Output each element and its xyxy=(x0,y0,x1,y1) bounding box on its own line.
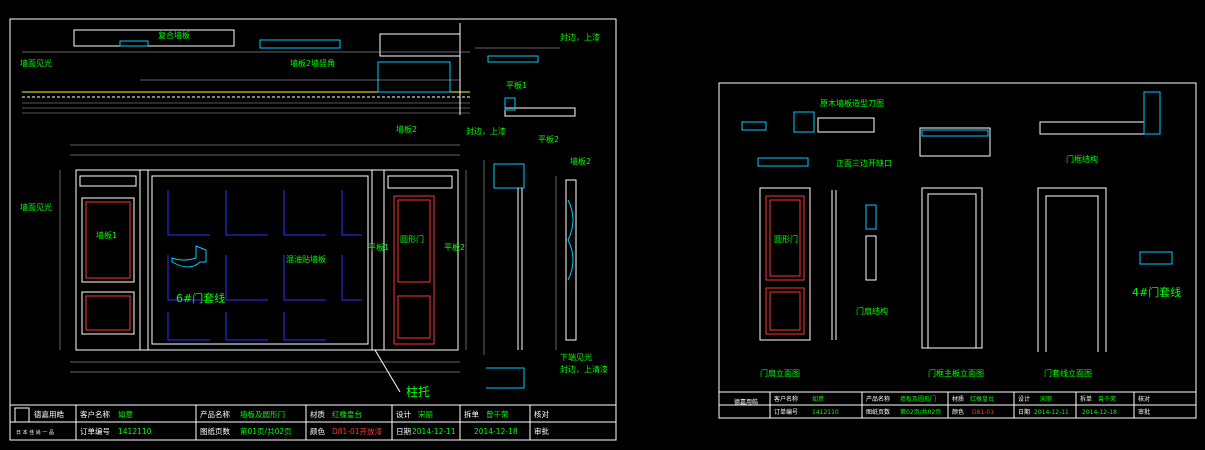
order-value-2: 1412110 xyxy=(812,409,839,416)
material-value-1: 红橡皇台 xyxy=(332,409,362,419)
side-sections xyxy=(483,160,577,389)
label-door-front: 门扇立面图 xyxy=(760,368,800,378)
customer-value-1: 如意 xyxy=(118,409,133,419)
customer-value-2: 如意 xyxy=(812,395,824,403)
date-label-1: 日期 xyxy=(396,427,411,436)
sheet-2 xyxy=(718,82,1197,419)
main-elevation xyxy=(59,144,467,373)
sheet-1 xyxy=(9,18,617,441)
label-wall-panel-vertical: 墙板2墙竖角 xyxy=(290,58,335,68)
product-value-1: 墙板及圆形门 xyxy=(240,409,285,419)
pages-label-2: 图纸页数 xyxy=(866,408,890,416)
product-value-2: 墙板及圆形门 xyxy=(900,395,936,403)
label-section-cut: 原木墙板造型刀图 xyxy=(820,98,884,108)
label-wall-panel-2-side: 墙板2 xyxy=(570,156,591,166)
drafting-label-1: 拆单 xyxy=(464,409,479,419)
date-value-1: 2014-12-11 xyxy=(412,427,456,436)
label-door-2: 圆形门 xyxy=(774,234,798,244)
pages-value-1: 第01页/共02页 xyxy=(240,426,292,436)
design-label-2: 设计 xyxy=(1018,395,1030,403)
order-label-1: 订单编号 xyxy=(80,426,110,436)
design-value-1: 宋丽 xyxy=(418,409,433,419)
order-label-2: 订单编号 xyxy=(774,408,798,416)
label-casing-front: 门套线立面图 xyxy=(1044,368,1092,378)
pages-value-2: 第02页/共02页 xyxy=(900,408,941,416)
date-label-2: 日期 xyxy=(1018,408,1030,416)
draft-date-2: 2014-12-18 xyxy=(1082,409,1117,416)
check-label-1: 核对 xyxy=(534,409,549,419)
top-wall-section xyxy=(22,23,470,115)
flat-panel-details xyxy=(475,47,576,117)
material-label-1: 材质 xyxy=(310,409,325,419)
color-label-2: 颜色 xyxy=(952,408,964,416)
label-flat-1: 平板1 xyxy=(368,242,389,252)
label-frame-main: 门框主板立面图 xyxy=(928,368,984,378)
drafting-label-2: 拆单 xyxy=(1080,395,1092,403)
label-door-frame-section: 门扇结构 xyxy=(856,306,888,316)
date-value-2: 2014-12-11 xyxy=(1034,409,1069,416)
small-curve-detail xyxy=(171,245,207,268)
approve-label-1: 审批 xyxy=(534,426,549,436)
company-logo-2: 德嘉用皓 xyxy=(734,398,758,406)
label-frame-section: 门框结构 xyxy=(1066,154,1098,164)
draft-date-1: 2014-12-18 xyxy=(474,427,518,436)
drafter-value-1: 曾千荣 xyxy=(486,409,509,419)
label-door-casing-4: 4#门套线 xyxy=(1132,285,1181,299)
label-column-base: 柱托 xyxy=(406,384,430,399)
label-bottom-seal: 封边，上清漆 xyxy=(560,364,608,374)
product-label-2: 产品名称 xyxy=(866,395,890,403)
material-value-2: 红橡皇台 xyxy=(970,395,994,403)
label-door-casing-6: 6#门套线 xyxy=(176,291,225,305)
drafter-value-2: 曾千荣 xyxy=(1098,395,1116,403)
material-label-2: 材质 xyxy=(952,395,964,403)
label-flat-panel-1: 平板1 xyxy=(506,80,527,90)
label-flat-2: 平板2 xyxy=(444,242,465,252)
customer-label-1: 客户名称 xyxy=(80,409,110,419)
label-door: 圆形门 xyxy=(400,234,424,244)
approve-label-2: 审批 xyxy=(1138,408,1150,416)
order-value-1: 1412110 xyxy=(118,427,152,436)
label-edge-seal-top-2: 封边，上漆 xyxy=(466,126,506,136)
label-flat-panel-2: 平板2 xyxy=(538,134,559,144)
pages-label-1: 图纸页数 xyxy=(200,426,230,436)
title-block-2 xyxy=(718,391,1197,419)
color-value-1: D81-01开放漆 xyxy=(332,426,383,436)
color-value-2: D81-01 xyxy=(972,409,994,416)
label-wall-panel-1: 墙板1 xyxy=(96,230,117,240)
label-wall-panel-2: 墙板2 xyxy=(396,124,417,134)
product-label-1: 产品名称 xyxy=(200,409,230,419)
label-bottom-light: 下端见光 xyxy=(560,352,592,362)
design-value-2: 宋丽 xyxy=(1040,395,1052,403)
label-recess-edge: 正面三边开缺口 xyxy=(836,158,892,168)
customer-label-2: 客户名称 xyxy=(774,395,798,403)
sheet-2-top-sections xyxy=(741,91,1161,167)
label-wall-match-left-2: 墙面见光 xyxy=(20,202,52,212)
label-wall-match-left: 墙面见光 xyxy=(20,58,52,68)
label-wall-panel-section: 复合墙板 xyxy=(158,30,190,40)
company-logo-1: 德嘉用皓 xyxy=(34,409,64,419)
title-block-1 xyxy=(9,404,617,441)
label-center-panel: 混油贴墙板 xyxy=(286,254,326,264)
color-label-1: 颜色 xyxy=(310,426,325,436)
sheet-2-door-elevation xyxy=(759,187,1173,352)
design-label-1: 设计 xyxy=(396,409,411,419)
label-edge-seal-top: 封边，上漆 xyxy=(560,32,600,42)
check-label-2: 核对 xyxy=(1138,395,1150,403)
company-sub-1: 日 本 佳 尚 一 品 xyxy=(16,429,54,436)
sheet-2-border xyxy=(718,82,1197,419)
